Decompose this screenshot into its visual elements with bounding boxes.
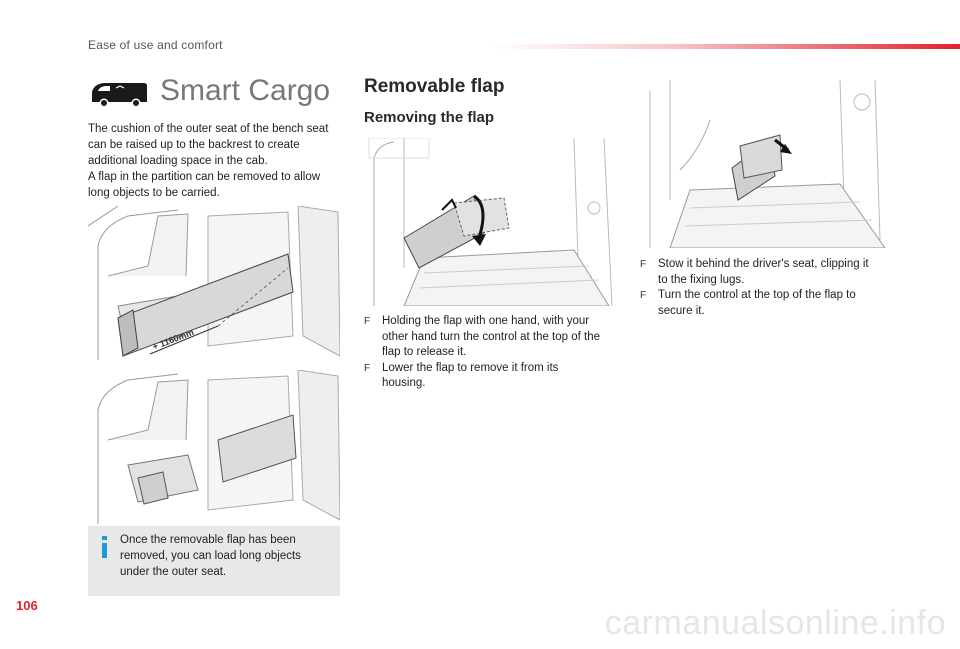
- van-icon: [88, 80, 150, 113]
- cab-long-object-illustration: + 1160mm: [88, 206, 340, 360]
- removing-flap-subheading: Removing the flap: [364, 109, 495, 126]
- intro-line-1: The cushion of the outer seat of the ben…: [88, 123, 329, 167]
- step-text: Lower the flap to remove it from its hou…: [382, 361, 559, 390]
- section-header: Ease of use and comfort: [88, 38, 223, 52]
- step-item: F Turn the control at the top of the fla…: [640, 288, 896, 319]
- smart-cargo-title: Smart Cargo: [160, 74, 331, 107]
- header-accent-bar: [490, 44, 960, 49]
- info-text: Once the removable flap has been removed…: [120, 534, 301, 578]
- info-icon: [98, 536, 112, 563]
- step-text: Stow it behind the driver's seat, clippi…: [658, 258, 869, 286]
- removing-flap-illustration: [364, 138, 616, 306]
- removing-flap-steps: F Holding the flap with one hand, with y…: [364, 314, 620, 392]
- bullet-mark: F: [640, 259, 647, 270]
- smart-cargo-intro: The cushion of the outer seat of the ben…: [88, 121, 344, 201]
- step-item: F Lower the flap to remove it from its h…: [364, 361, 620, 392]
- bullet-mark: F: [640, 290, 647, 301]
- removable-flap-heading: Removable flap: [364, 76, 505, 97]
- step-text: Turn the control at the top of the flap …: [658, 289, 856, 317]
- cab-raised-seat-illustration: [88, 370, 340, 524]
- info-box: [88, 526, 340, 596]
- step-text: Holding the flap with one hand, with you…: [382, 315, 601, 358]
- step-item: F Stow it behind the driver's seat, clip…: [640, 257, 896, 288]
- intro-line-2: A flap in the partition can be removed t…: [88, 171, 321, 199]
- watermark: carmanualsonline.info: [604, 604, 946, 642]
- stowing-flap-illustration: [640, 80, 892, 248]
- stowing-flap-steps: F Stow it behind the driver's seat, clip…: [640, 257, 896, 319]
- bullet-mark: F: [364, 316, 371, 327]
- page-number: 106: [16, 598, 38, 613]
- step-item: F Holding the flap with one hand, with y…: [364, 314, 620, 361]
- bullet-mark: F: [364, 362, 371, 374]
